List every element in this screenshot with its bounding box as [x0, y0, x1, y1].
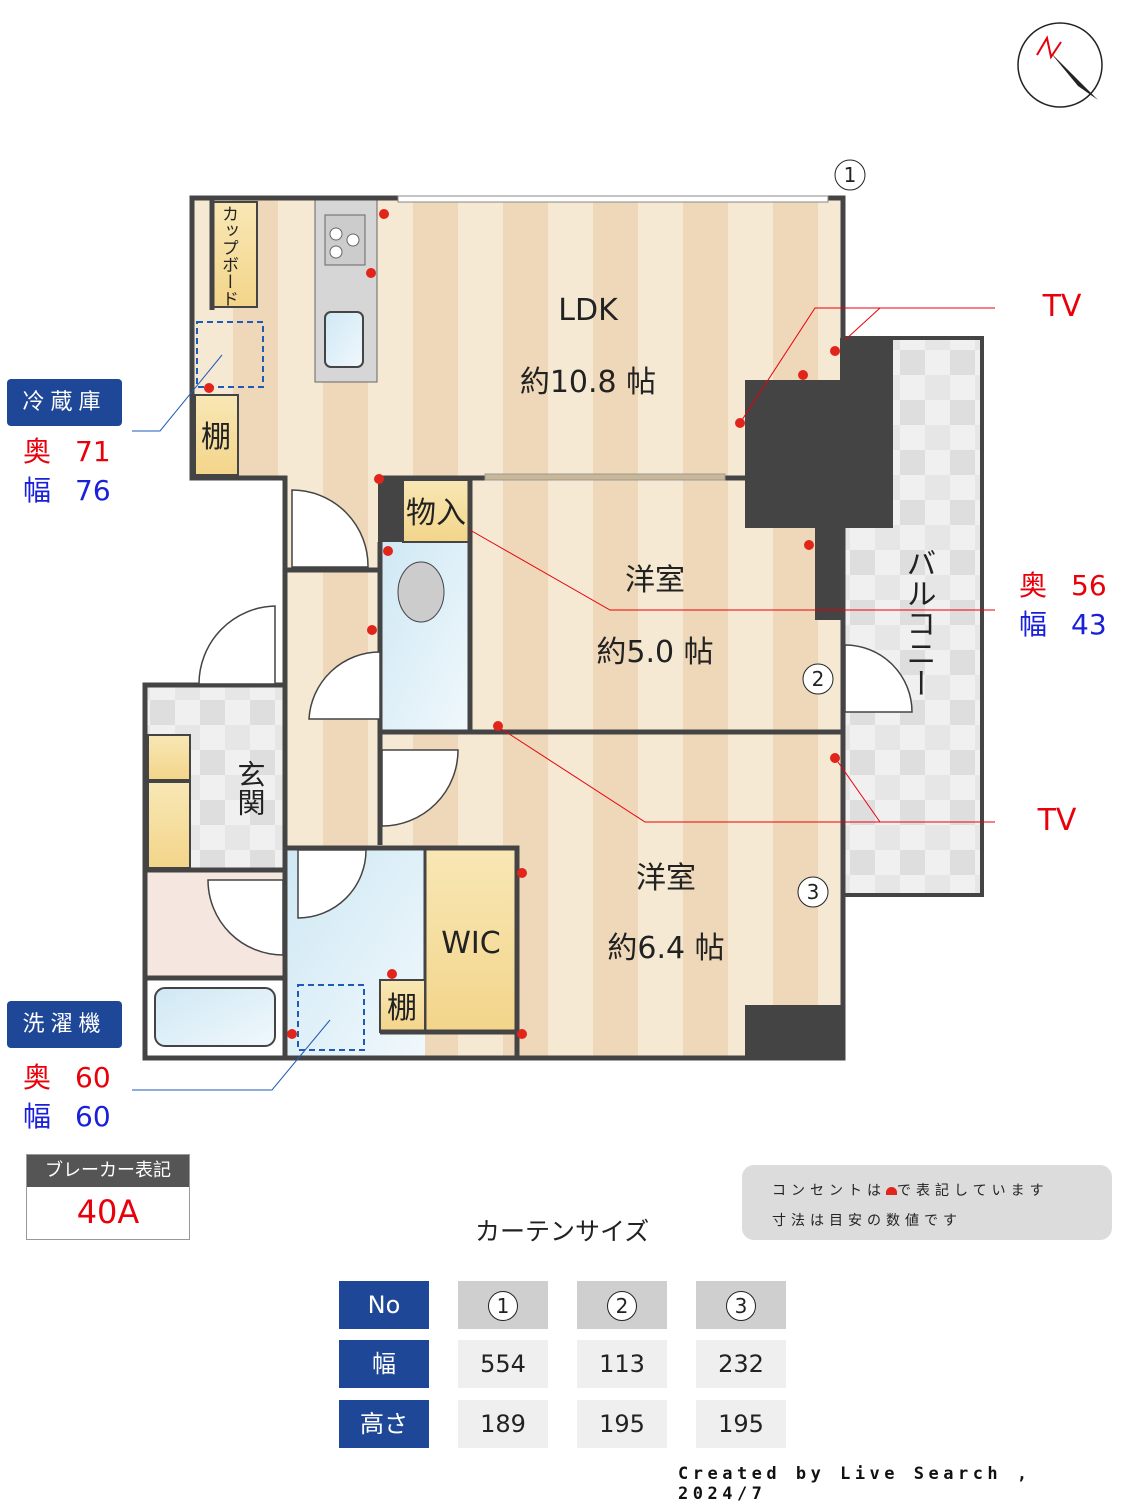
width-label: 幅 — [23, 474, 52, 507]
note-line2: 寸法は目安の数値です — [772, 1213, 962, 1229]
western2-label: 洋室 — [636, 861, 696, 896]
curtain-width-2: 113 — [577, 1340, 667, 1388]
curtain-no-3: 3 — [696, 1281, 786, 1329]
window-marker-3: 3 — [807, 880, 820, 904]
outlet-icon — [886, 1187, 897, 1195]
washer-width: 60 — [75, 1100, 111, 1133]
outlet-markers — [204, 209, 840, 1039]
washer-dims: 奥 60 幅 60 — [23, 1058, 111, 1136]
shelf-label: 棚 — [201, 420, 231, 455]
compass-icon — [1017, 22, 1103, 108]
width-label: 幅 — [23, 1100, 52, 1133]
toilet-icon — [397, 561, 445, 623]
depth-label: 奥 — [23, 1061, 52, 1094]
washer-depth: 60 — [75, 1061, 111, 1094]
curtain-height-2: 195 — [577, 1400, 667, 1448]
depth-label: 奥 — [23, 435, 52, 468]
tv-label: TV — [1042, 289, 1082, 324]
ldk-label: LDK — [558, 293, 619, 328]
bathtub — [154, 987, 276, 1047]
western2-size: 約6.4 帖 — [607, 931, 724, 966]
shelf-label-2: 棚 — [387, 991, 417, 1026]
western1-size: 約5.0 帖 — [596, 635, 713, 670]
balcony-label: バルコニー — [901, 548, 936, 698]
breaker-label: ブレーカー表記 — [27, 1155, 189, 1187]
entrance-label: 玄関 — [234, 760, 267, 816]
curtain-no-2: 2 — [577, 1281, 667, 1329]
washer-tag: 洗濯機 — [7, 1001, 122, 1048]
storage-label: 物入 — [406, 496, 466, 531]
window-marker-2: 2 — [812, 667, 825, 691]
sink-icon — [324, 311, 364, 368]
breaker-value: 40A — [76, 1193, 140, 1231]
credit: Created by Live Search , 2024/7 — [678, 1464, 1032, 1504]
fridge-width: 76 — [75, 474, 111, 507]
curtain-width-3: 232 — [696, 1340, 786, 1388]
balcony-width: 43 — [1071, 608, 1107, 641]
curtain-no-1: 1 — [458, 1281, 548, 1329]
header-height: 高さ — [339, 1400, 429, 1448]
fridge-tag: 冷蔵庫 — [7, 379, 122, 426]
window-marker-1: 1 — [844, 163, 857, 187]
tv-label-2: TV — [1037, 803, 1077, 838]
balcony-dims: 奥 56 幅 43 — [1019, 566, 1107, 644]
balcony-depth: 56 — [1071, 569, 1107, 602]
fridge-dims: 奥 71 幅 76 — [23, 432, 111, 510]
fridge-depth: 71 — [75, 435, 111, 468]
curtain-width-1: 554 — [458, 1340, 548, 1388]
ldk-size: 約10.8 帖 — [520, 365, 656, 400]
western1-label: 洋室 — [625, 563, 685, 598]
wic-label: WIC — [441, 926, 500, 961]
note-box: コンセントはで表記しています 寸法は目安の数値です — [742, 1165, 1112, 1240]
width-label: 幅 — [1019, 608, 1048, 641]
curtain-height-3: 195 — [696, 1400, 786, 1448]
cupboard-label: カップボード — [218, 205, 238, 307]
breaker-box: ブレーカー表記 40A — [26, 1154, 190, 1240]
curtain-height-1: 189 — [458, 1400, 548, 1448]
note-line1-a: コンセントは — [772, 1183, 886, 1199]
note-line1-b: で表記しています — [897, 1183, 1049, 1199]
curtain-title: カーテンサイズ — [475, 1217, 650, 1246]
header-width: 幅 — [339, 1340, 429, 1388]
header-no: No — [339, 1281, 429, 1329]
depth-label: 奥 — [1019, 569, 1048, 602]
